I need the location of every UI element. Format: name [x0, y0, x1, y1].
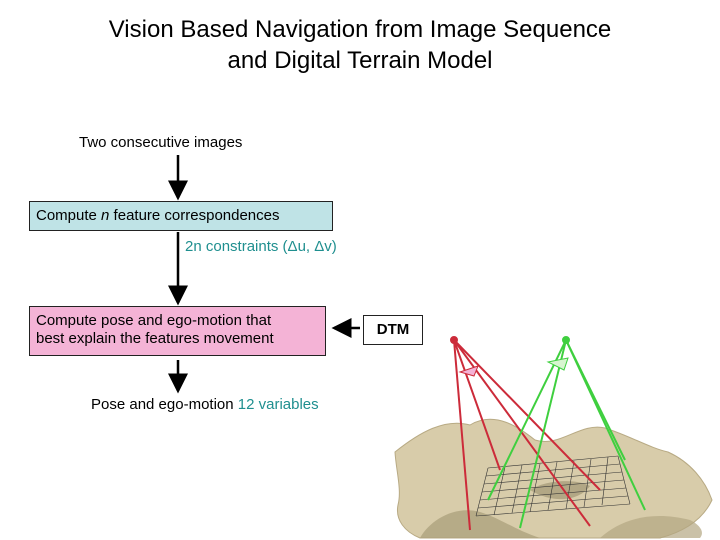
camera-red [450, 336, 601, 531]
title-line-2: and Digital Terrain Model [227, 47, 493, 74]
step-compute-pose: Compute pose and ego-motion that best ex… [29, 306, 326, 356]
step-compute-correspondences: Compute n feature correspondences [29, 201, 333, 231]
step2-line-1: Compute pose and ego-motion that [36, 312, 272, 329]
slide-title: Vision Based Navigation from Image Seque… [0, 14, 720, 76]
output-variables: 12 variables [237, 396, 319, 413]
constraints-label: 2n constraints (Δu, Δv) [185, 238, 337, 255]
dtm-box: DTM [363, 315, 423, 345]
step1-suffix: feature correspondences [109, 207, 280, 224]
terrain-surface [394, 418, 713, 539]
input-label: Two consecutive images [79, 134, 243, 151]
terrain-shadow-right [600, 516, 702, 538]
terrain-illustration [394, 336, 713, 539]
output-prefix: Pose and ego-motion [91, 396, 238, 413]
terrain-shadow [420, 510, 540, 538]
step1-variable: n [101, 207, 110, 224]
terrain-mesh [475, 455, 631, 517]
step2-line-2: best explain the features movement [36, 330, 274, 347]
step1-prefix: Compute [36, 207, 102, 224]
output-label: Pose and ego-motion 12 variables [91, 396, 319, 413]
title-line-1: Vision Based Navigation from Image Seque… [108, 16, 612, 43]
camera-green [487, 336, 646, 529]
